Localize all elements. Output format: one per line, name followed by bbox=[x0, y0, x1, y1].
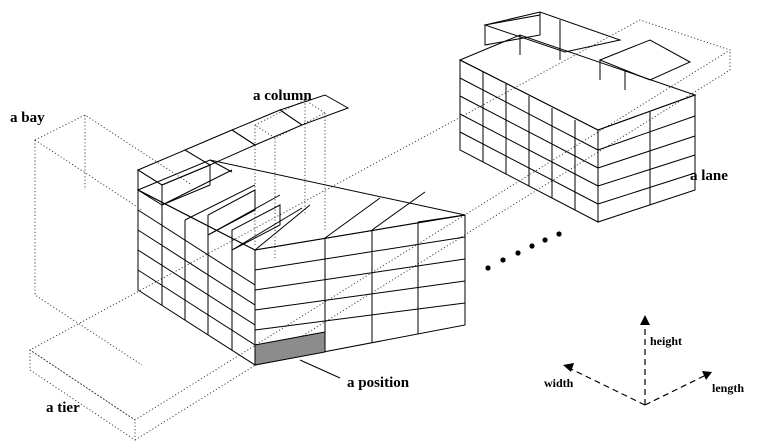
width-axis-label: width bbox=[544, 376, 574, 390]
position-leader-line bbox=[299, 359, 341, 379]
tier-label: a tier bbox=[46, 400, 80, 416]
column-outline bbox=[254, 99, 326, 258]
height-axis-label: height bbox=[650, 334, 682, 348]
length-axis-label: length bbox=[712, 381, 744, 395]
container-stack-front bbox=[136, 94, 466, 366]
lane-label: a lane bbox=[690, 168, 728, 184]
ellipsis-dots bbox=[485, 231, 562, 271]
axis-indicator bbox=[563, 315, 712, 406]
container-stack-back bbox=[458, 11, 697, 223]
bay-label: a bay bbox=[10, 110, 45, 126]
bay-outline bbox=[34, 114, 193, 366]
length-arrow-icon bbox=[702, 371, 712, 380]
height-arrow-icon bbox=[640, 315, 650, 325]
width-arrow-icon bbox=[563, 363, 574, 372]
lane-outline bbox=[29, 19, 732, 441]
column-label: a column bbox=[253, 88, 312, 104]
highlighted-position bbox=[254, 331, 326, 366]
position-label: a position bbox=[347, 375, 410, 391]
